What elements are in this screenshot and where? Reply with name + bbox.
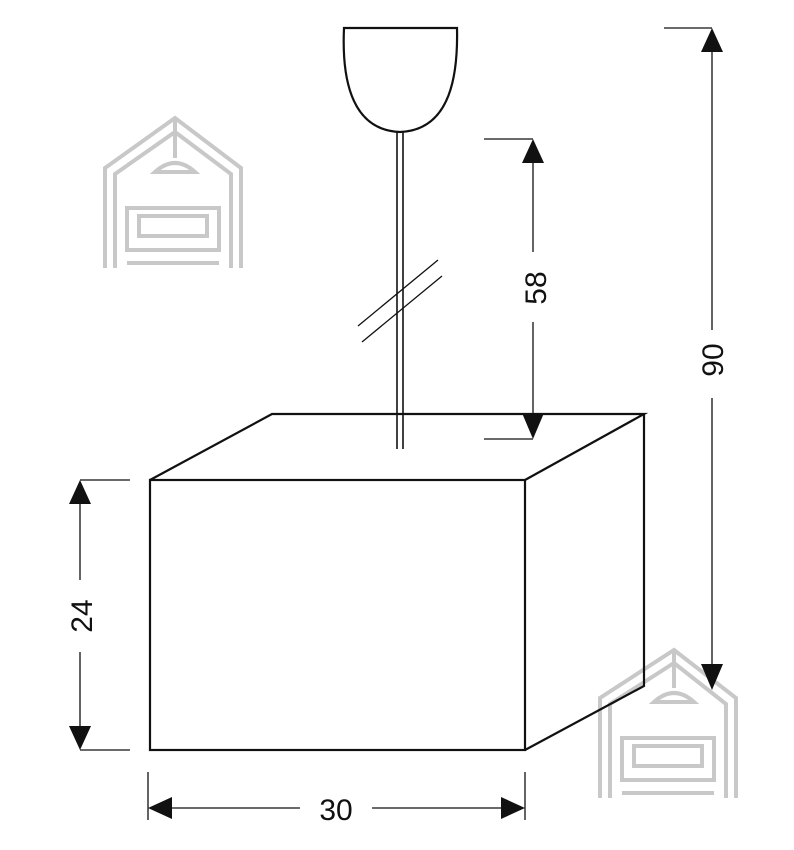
shade-top-face [149, 412, 649, 481]
dimension-drop-length: 58 [484, 138, 553, 440]
watermark-house-icon [598, 647, 738, 798]
shade-height-label: 24 [66, 599, 99, 632]
watermark-house-icon [103, 115, 243, 268]
cord-break-mark [361, 275, 443, 343]
shade-side-face [524, 414, 646, 751]
cube-lampshade [148, 412, 649, 752]
dimension-shade-height: 24 [66, 479, 130, 751]
cord-break-mark [357, 259, 439, 327]
drop-length-label: 58 [520, 271, 553, 304]
dimension-shade-width: 30 [147, 772, 526, 827]
total-height-label: 90 [697, 343, 730, 376]
shade-width-label: 30 [319, 794, 352, 827]
dimension-total-height: 90 [664, 27, 730, 690]
ceiling-canopy [342, 26, 459, 134]
shade-front-face [148, 478, 527, 752]
